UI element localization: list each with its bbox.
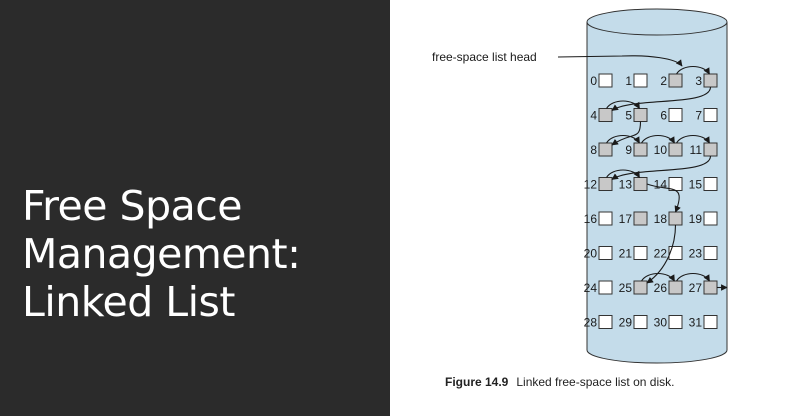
block-number-label: 9 xyxy=(625,143,632,157)
block-number-label: 4 xyxy=(590,109,597,123)
block-number-label: 27 xyxy=(689,281,703,295)
block-number-label: 11 xyxy=(690,143,703,157)
block-number-label: 0 xyxy=(590,74,597,88)
free-block xyxy=(703,142,718,157)
free-list-link-arrow xyxy=(606,169,640,179)
free-list-link-arrow xyxy=(646,183,681,213)
free-block xyxy=(633,108,648,122)
used-block xyxy=(633,73,648,88)
block-number-label: 19 xyxy=(689,212,703,226)
title-panel: Free Space Management: Linked List xyxy=(0,0,390,416)
used-block xyxy=(703,211,718,226)
used-block xyxy=(703,108,718,122)
block-number-label: 15 xyxy=(689,178,703,192)
free-block xyxy=(633,211,648,226)
free-block xyxy=(703,73,718,88)
title-line-3: Linked List xyxy=(22,278,235,326)
block-number-label: 3 xyxy=(695,74,702,88)
free-list-links xyxy=(606,65,728,291)
block-number-label: 17 xyxy=(619,212,633,226)
block-number-label: 28 xyxy=(584,316,598,330)
block-number-label: 22 xyxy=(654,247,668,261)
free-block xyxy=(633,177,648,191)
caption-number: Figure 14.9 xyxy=(445,375,509,389)
block-number-label: 30 xyxy=(654,316,668,330)
free-block xyxy=(703,280,718,295)
used-block xyxy=(598,315,613,329)
title-line-2: Management: xyxy=(22,230,301,278)
block-number-label: 13 xyxy=(619,178,633,192)
free-list-link-arrow xyxy=(646,224,677,284)
free-list-link-arrow xyxy=(611,121,642,146)
disk-cylinder-body xyxy=(586,22,728,364)
used-block xyxy=(598,73,613,88)
free-block xyxy=(668,142,683,157)
block-number-label: 14 xyxy=(654,178,668,192)
block-number-label: 23 xyxy=(689,247,703,261)
block-number-label: 12 xyxy=(584,178,598,192)
free-list-link-arrow xyxy=(641,272,675,282)
used-block xyxy=(598,211,613,226)
head-pointer-arrow xyxy=(557,55,683,67)
block-number-label: 6 xyxy=(660,109,667,123)
used-block xyxy=(633,315,648,329)
free-list-link-arrow xyxy=(611,86,712,111)
block-number-label: 7 xyxy=(695,109,702,123)
block-number-label: 16 xyxy=(584,212,598,226)
block-number-label: 29 xyxy=(619,316,633,330)
used-block xyxy=(633,246,648,260)
used-block xyxy=(668,315,683,329)
block-number-label: 18 xyxy=(654,212,668,226)
block-number-label: 21 xyxy=(619,247,633,261)
free-list-link-arrow xyxy=(676,65,710,75)
used-block xyxy=(598,280,613,295)
block-number-label: 25 xyxy=(619,281,633,295)
free-block xyxy=(633,142,648,157)
disk-cylinder-top xyxy=(586,8,728,36)
title-line-1: Free Space xyxy=(22,182,242,230)
block-number-label: 20 xyxy=(584,247,598,261)
block-number-label: 5 xyxy=(625,109,632,123)
used-block xyxy=(703,246,718,260)
used-block xyxy=(598,246,613,260)
free-block xyxy=(598,108,613,122)
free-block xyxy=(598,142,613,157)
used-block xyxy=(703,315,718,329)
free-block xyxy=(668,211,683,226)
free-block xyxy=(633,280,648,295)
slide-title: Free Space Management: Linked List xyxy=(22,182,301,326)
free-list-link-arrow xyxy=(641,134,675,144)
block-number-label: 31 xyxy=(689,316,703,330)
free-space-head-label: free-space list head xyxy=(432,50,537,64)
used-block xyxy=(703,177,718,191)
free-block xyxy=(668,280,683,295)
free-list-link-arrow xyxy=(676,134,710,144)
block-number-label: 2 xyxy=(660,74,667,88)
free-list-link-arrow xyxy=(611,155,712,180)
free-block xyxy=(598,177,613,191)
figure-caption: Figure 14.9 Linked free-space list on dis… xyxy=(445,375,674,389)
block-number-label: 8 xyxy=(590,143,597,157)
free-block xyxy=(668,73,683,88)
block-number-label: 1 xyxy=(625,74,632,88)
block-number-label: 26 xyxy=(654,281,668,295)
block-number-label: 10 xyxy=(654,143,668,157)
used-block xyxy=(668,246,683,260)
caption-text: Linked free-space list on disk. xyxy=(516,375,675,389)
block-number-label: 24 xyxy=(584,281,598,295)
free-list-link-arrow xyxy=(606,134,640,144)
free-list-link-arrow xyxy=(676,272,710,282)
used-block xyxy=(668,108,683,122)
free-list-link-arrow xyxy=(606,100,640,110)
